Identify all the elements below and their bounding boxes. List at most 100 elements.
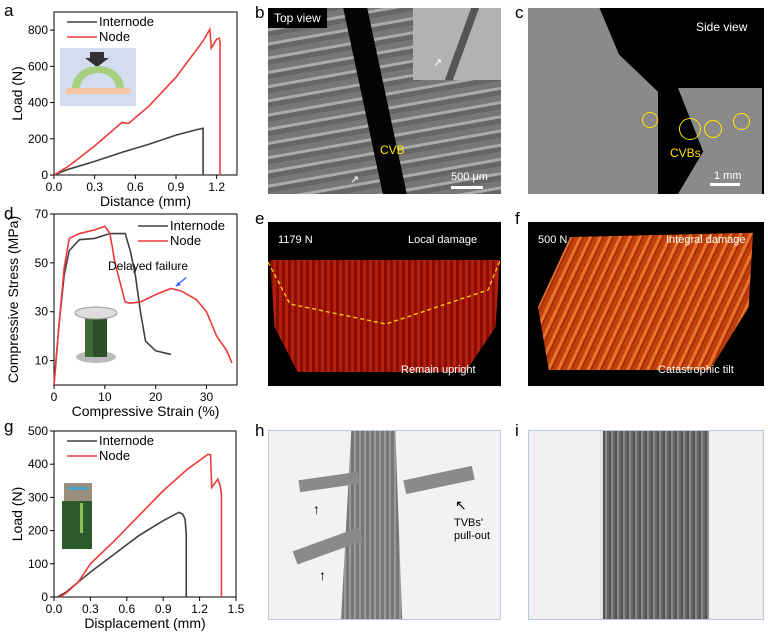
series-line-node	[59, 453, 223, 598]
ct-internode-shear-image	[528, 430, 764, 620]
crack-inset-image: ↗	[413, 8, 501, 80]
x-axis-label: Displacement (mm)	[84, 615, 205, 631]
y-tick-label: 30	[35, 305, 49, 319]
y-tick-label: 10	[35, 354, 49, 368]
force-label: 1179 N	[278, 234, 313, 246]
x-axis-label: Compressive Strain (%)	[72, 403, 220, 419]
y-tick-label: 400	[28, 457, 48, 471]
panel-label-e: e	[255, 209, 265, 228]
x-tick-label: 30	[200, 390, 214, 404]
x-tick-label: 0.9	[168, 180, 185, 194]
cvb-circle	[704, 120, 722, 138]
x-tick-label: 0.0	[46, 602, 63, 616]
x-tick-label: 1.2	[208, 180, 225, 194]
y-tick-label: 600	[28, 59, 48, 73]
x-tick-label: 0	[51, 390, 58, 404]
series-line-node	[53, 26, 221, 176]
cvb-circle	[642, 112, 658, 128]
intact-fibers	[603, 431, 709, 619]
y-tick-label: 200	[28, 132, 48, 146]
y-tick-label: 400	[28, 96, 48, 110]
pulled-out-bundle	[403, 465, 475, 495]
legend-label-node: Node	[99, 29, 130, 44]
y-tick-label: 500	[28, 424, 48, 438]
three-point-bend-inset	[60, 48, 136, 106]
legend-label-node: Node	[99, 448, 130, 463]
damage-caption: Catastrophic tilt	[658, 364, 734, 376]
view-title: Side view	[696, 20, 748, 34]
panel-label-f: f	[515, 209, 520, 228]
arrow-icon: ↑	[319, 567, 326, 583]
panel-label-b: b	[255, 3, 265, 22]
3d-render-node-image: 1179 N Local damage Remain upright	[268, 222, 501, 386]
x-tick-label: 20	[149, 390, 163, 404]
shear-specimen-icon	[62, 483, 92, 549]
y-axis-label: Load (N)	[9, 487, 25, 541]
arrow-icon: ↖	[455, 497, 467, 513]
x-tick-label: 0.0	[46, 180, 63, 194]
panel-label-g: g	[4, 417, 14, 436]
panel-label-c: c	[515, 3, 524, 22]
x-tick-label: 1.2	[191, 602, 208, 616]
panel-label-d: d	[4, 204, 14, 223]
ct-top-view-image: ↗ Top view CVB ↗ 500 μm	[268, 8, 501, 194]
scale-bar	[710, 183, 740, 186]
y-tick-label: 50	[35, 256, 49, 270]
arrow-head-icon	[176, 282, 181, 287]
vascular-bundles-render	[270, 260, 500, 372]
legend-label-internode: Internode	[99, 433, 154, 448]
x-tick-label: 0.9	[155, 602, 172, 616]
plot-frame	[53, 213, 238, 386]
damage-boundary	[268, 257, 501, 325]
plot-frame	[53, 430, 237, 598]
crack	[343, 8, 407, 194]
vascular-bundles-render	[538, 232, 753, 370]
legend-label-internode: Internode	[170, 218, 225, 233]
bend-schematic-icon	[66, 52, 130, 94]
panel-label-i: i	[515, 421, 519, 440]
series-line-node	[53, 225, 233, 386]
panel-label-a: a	[4, 1, 14, 20]
cvb-circle	[679, 118, 701, 140]
delayed-failure-annotation: Delayed failure	[108, 259, 188, 273]
ct-side-view-image: Side view CVBs 1 mm	[528, 8, 764, 194]
y-tick-label: 300	[28, 490, 48, 504]
y-tick-label: 70	[35, 207, 49, 221]
tissue	[528, 8, 658, 194]
scale-bar	[451, 186, 483, 189]
cvb-label: CVB	[380, 143, 405, 157]
y-tick-label: 0	[41, 168, 48, 182]
3d-render-internode-image: 500 N Integral damage Catastrophic tilt	[528, 222, 764, 386]
x-tick-label: 1.5	[228, 602, 245, 616]
cvb-circle	[733, 113, 750, 130]
fracture-surface	[341, 431, 403, 619]
plot-frame	[53, 11, 238, 176]
arrow-icon: ↗	[350, 174, 360, 186]
x-axis-label: Distance (mm)	[100, 193, 191, 209]
x-tick-label: 0.3	[82, 602, 99, 616]
damage-title: Local damage	[408, 234, 478, 246]
y-tick-label: 800	[28, 23, 48, 37]
x-tick-label: 0.6	[127, 180, 144, 194]
scale-bar-label: 500 μm	[451, 171, 488, 183]
y-tick-label: 200	[28, 524, 48, 538]
x-tick-label: 0.3	[86, 180, 103, 194]
ct-pullout-image: ↑ ↑ ↖ TVBs' pull-out	[268, 430, 501, 620]
pullout-label: TVBs' pull-out	[454, 517, 491, 542]
damage-title: Integral damage	[666, 234, 746, 246]
series-line-internode	[53, 232, 172, 386]
y-axis-label: Load (N)	[9, 66, 25, 120]
force-label: 500 N	[538, 234, 568, 246]
y-axis-label: Compressive Stress (MPa)	[5, 216, 21, 383]
view-title: Top view	[268, 8, 327, 28]
series-line-internode	[53, 127, 204, 176]
legend-label-internode: Internode	[99, 14, 154, 29]
y-tick-label: 0	[41, 590, 48, 604]
scale-bar-label: 1 mm	[714, 170, 742, 182]
arrow-icon: ↑	[313, 501, 320, 517]
panel-label-h: h	[255, 421, 265, 440]
